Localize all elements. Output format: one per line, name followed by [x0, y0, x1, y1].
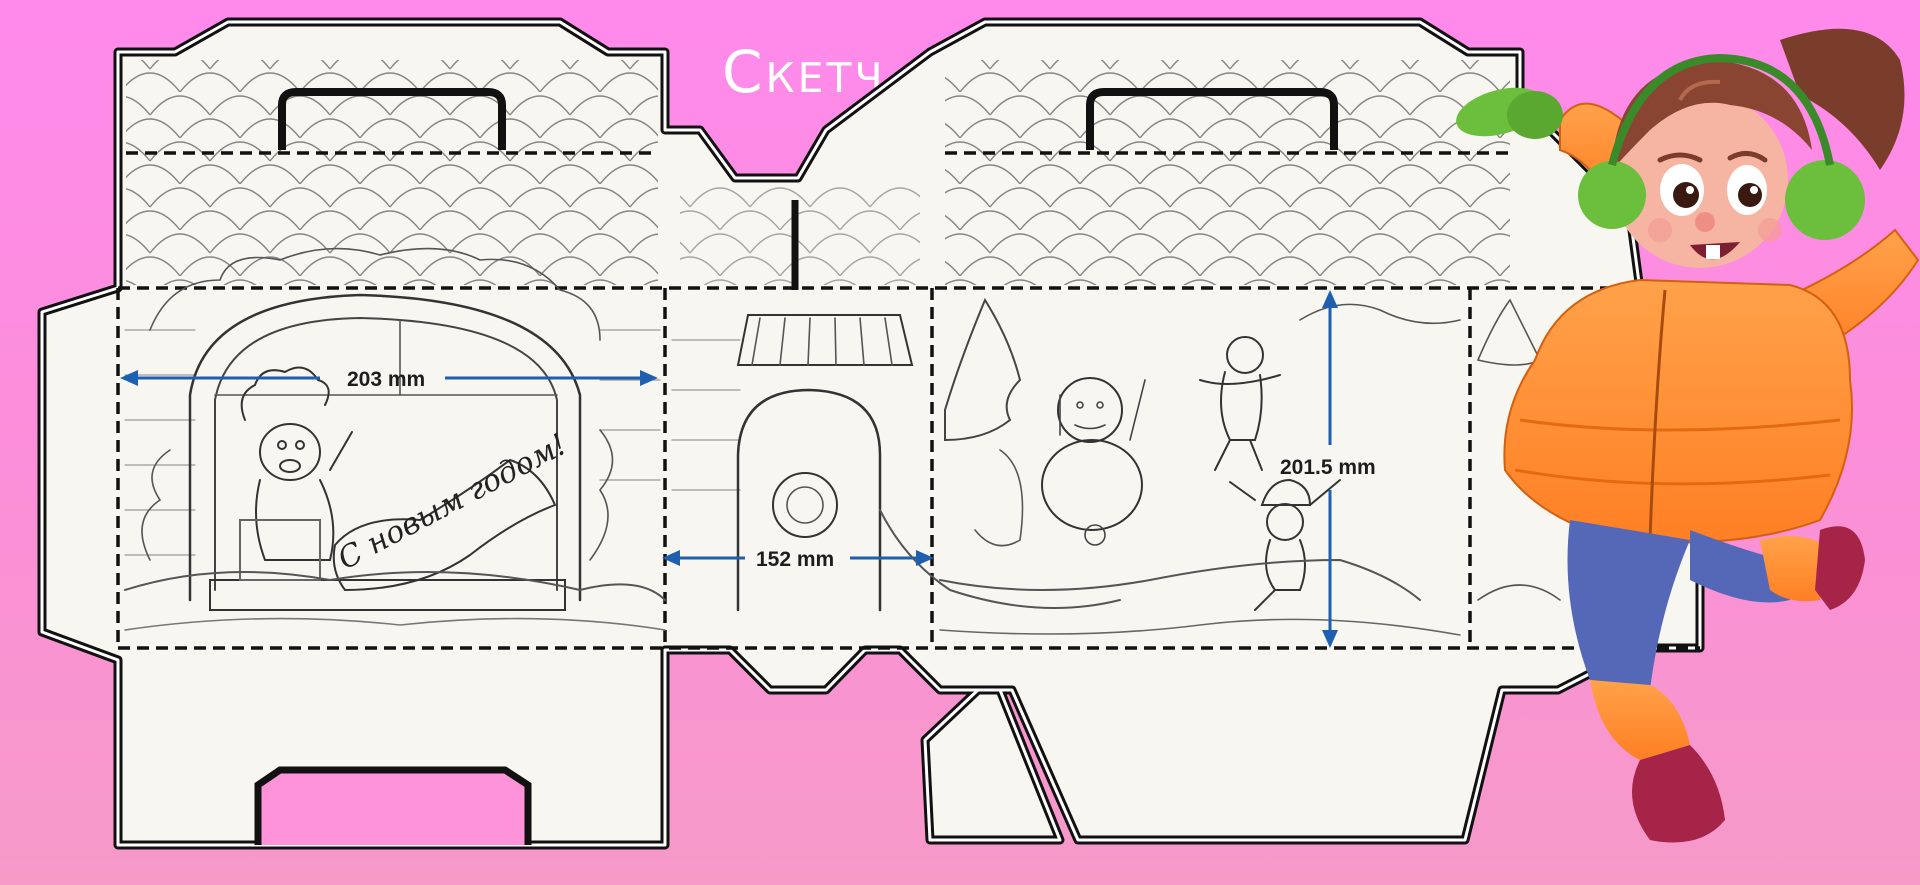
snow-tree [944, 297, 1022, 442]
box-die-cut [37, 17, 1705, 850]
sheep-character-sketch [239, 366, 353, 581]
earmuff-left [1578, 161, 1646, 229]
fold-lines [116, 151, 1700, 650]
blue-jeans [1567, 520, 1690, 690]
width-dimension [120, 370, 658, 386]
dimension-arrows [120, 290, 1338, 648]
cartoon-girl-mascot [1456, 28, 1920, 843]
handle-hole-right [1086, 88, 1338, 150]
earmuff-right [1785, 160, 1865, 240]
right-boot [1815, 526, 1865, 610]
door [736, 388, 882, 612]
side-label: 152 mm [756, 548, 834, 571]
height-dimension [1322, 290, 1338, 648]
page-title: Скетч [722, 38, 886, 106]
side-dimension [662, 550, 934, 566]
awning [736, 314, 914, 366]
height-label: 201.5 mm [1280, 456, 1376, 479]
handle-hole-left [278, 88, 506, 150]
orange-puffer-jacket [1503, 278, 1853, 544]
snowman-body [1041, 439, 1143, 531]
boy-sketch [1229, 478, 1341, 611]
window-arch [188, 293, 582, 602]
left-boot [1632, 745, 1725, 843]
snowman-head [1057, 377, 1123, 443]
greeting-banner [332, 458, 557, 592]
width-label: 203 mm [347, 368, 425, 391]
wreath [772, 472, 838, 538]
girl-sketch [1199, 336, 1281, 471]
